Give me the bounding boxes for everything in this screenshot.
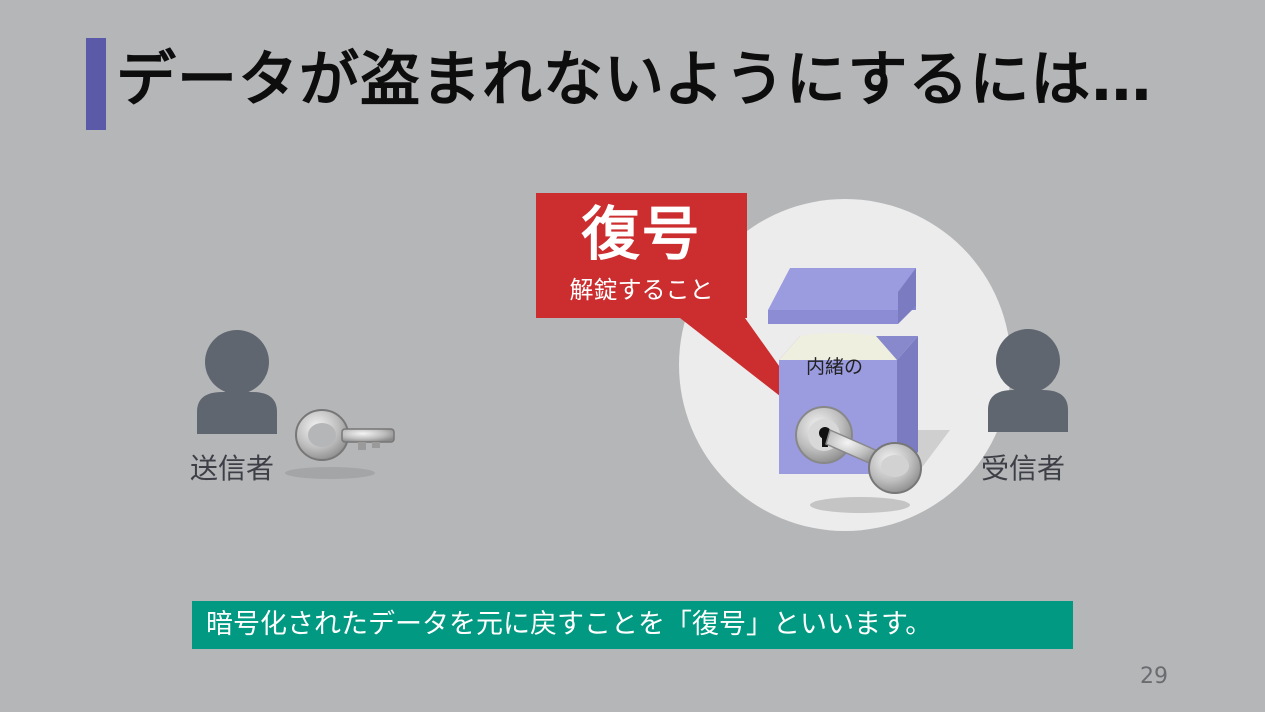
caption-banner: 暗号化されたデータを元に戻すことを「復号」といいます。 [192, 601, 1073, 649]
callout-subtitle: 解錠すること [569, 276, 714, 304]
sender-person-icon [197, 330, 277, 434]
callout-box: 復号 解錠すること [536, 193, 747, 318]
receiver-person-icon [988, 329, 1068, 432]
receiver-label: 受信者 [981, 452, 1066, 485]
inserted-key-icon [825, 428, 922, 494]
sender-key-icon [285, 409, 395, 479]
page-number: 29 [1140, 664, 1168, 689]
callout-title: 復号 [581, 200, 702, 268]
slide-title: データが盗まれないようにするには… [116, 45, 1153, 115]
keyhole-icon [795, 406, 853, 464]
box-label: 内緒の [806, 356, 864, 378]
sender-label: 送信者 [190, 452, 275, 485]
box-lid [768, 268, 916, 324]
title-accent-bar [86, 38, 106, 130]
